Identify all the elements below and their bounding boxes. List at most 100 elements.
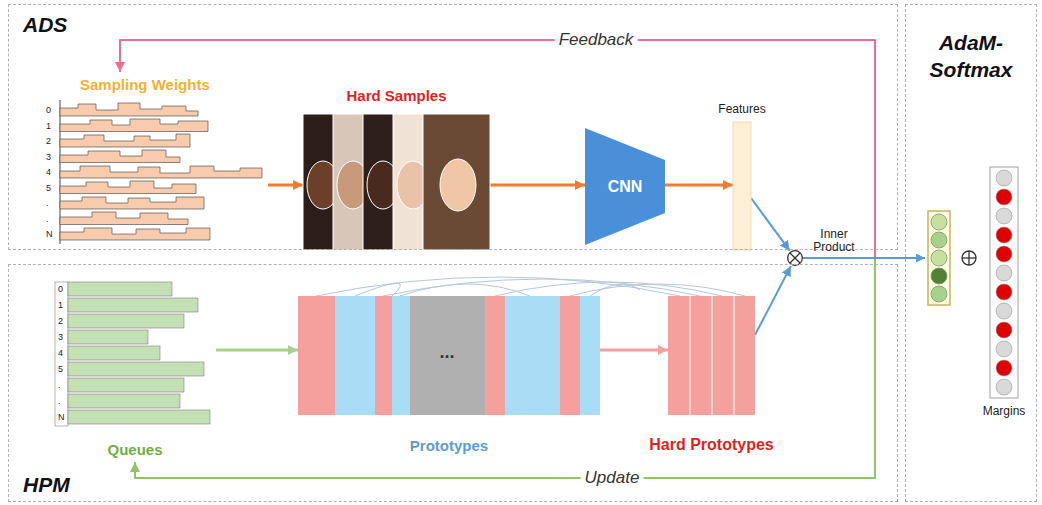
weight-bars (60, 103, 198, 116)
node-label: Hard Samples (346, 87, 446, 104)
queue-index: 2 (58, 315, 63, 327)
node-label: Prototypes (410, 437, 488, 454)
hard-prototype-column (375, 296, 392, 415)
flow-arrow (216, 349, 298, 352)
row-index: 5 (46, 182, 51, 194)
hard-prototype-column (485, 296, 505, 415)
queue-index: 5 (58, 363, 63, 375)
flow-arrow (665, 184, 733, 187)
prototype-link (400, 284, 530, 296)
queue-bar (68, 394, 180, 408)
hard-prototype-column (560, 296, 580, 415)
row-index: 3 (46, 151, 51, 163)
margin (996, 322, 1012, 338)
face (440, 159, 476, 211)
weights-chart: Sampling Weights (42, 72, 268, 246)
weight-bars (60, 134, 190, 147)
edge-label: Feedback (555, 30, 638, 50)
hard-prototype-column (298, 296, 335, 415)
ellipsis: ... (439, 346, 454, 358)
prototype-link (590, 284, 640, 296)
flow-arrow (120, 40, 875, 258)
margin (996, 170, 1012, 186)
queue-bar (68, 314, 184, 328)
weight-bars (60, 119, 208, 132)
prototype-link (316, 277, 680, 296)
weight-bars (60, 228, 210, 240)
column-divider (690, 296, 691, 415)
add-symbol (968, 251, 969, 265)
region-panel: AdaM-SoftmaxMargins (905, 4, 1037, 502)
queue-bar (68, 362, 204, 376)
column-divider (712, 296, 713, 415)
queue-index: . (58, 395, 61, 407)
node-label: CNN (608, 178, 643, 196)
row-index: 2 (46, 135, 51, 147)
flow-arrow (600, 349, 668, 352)
weight-bars (60, 197, 204, 209)
prototype-column (392, 296, 410, 415)
add-symbol (962, 251, 976, 265)
region-title: ADS (23, 13, 67, 37)
row-index: 0 (46, 104, 51, 116)
node-label: Margins (983, 404, 1026, 418)
queue-bar (68, 410, 210, 424)
output-arrow (803, 257, 925, 259)
weight-bars (60, 181, 196, 194)
region-title: AdaM-Softmax (912, 29, 1030, 84)
flow-arrow (268, 184, 303, 187)
row-index: N (46, 228, 53, 240)
queue-index: 0 (58, 283, 63, 295)
hard-prototype-block (668, 296, 755, 415)
node-label: Queues (107, 441, 162, 458)
feature-vector: Features (733, 122, 751, 250)
margin (996, 208, 1012, 224)
flow-arrow (490, 184, 585, 187)
hard-prototype-band: Hard Prototypes (668, 296, 755, 415)
region-panel: HPM Queues Prototypes Hard Prototypes (8, 264, 898, 502)
region-title: HPM (23, 473, 70, 497)
row-index: 4 (46, 166, 51, 178)
queue-bar (68, 282, 172, 296)
margin (996, 360, 1012, 376)
otimes-symbol (790, 253, 800, 263)
margin (996, 341, 1012, 357)
margin (996, 265, 1012, 281)
margin (996, 303, 1012, 319)
margin (996, 189, 1012, 205)
weight-bars (60, 212, 188, 225)
flow-arrow (755, 266, 791, 335)
prototype-column (580, 296, 600, 415)
queue-chart: Queues (54, 280, 216, 462)
queue-index: 3 (58, 331, 63, 343)
margin-vector (990, 167, 1018, 398)
queue-bar (68, 330, 148, 344)
margin (996, 284, 1012, 300)
row-index: . (46, 213, 49, 225)
face-photo (423, 114, 490, 250)
row-index: 1 (46, 120, 51, 132)
logit (931, 232, 947, 248)
cnn-block: CNN (585, 128, 665, 245)
node-label: Hard Prototypes (649, 436, 773, 454)
edge-label: Update (581, 468, 644, 488)
prototype-column (335, 296, 375, 415)
node-label: Inner Product (805, 228, 863, 254)
margin-vector: Margins (990, 167, 1018, 398)
feature-bar (733, 122, 751, 250)
queue-index: 1 (58, 299, 63, 311)
logit (931, 214, 947, 230)
row-index: . (46, 197, 49, 209)
queue-index: . (58, 379, 61, 391)
margin (996, 379, 1012, 395)
queue-index (55, 282, 68, 426)
prototype-column (505, 296, 560, 415)
region-panel: ADS Sampling Weights Hard SamplesCNN Featur… (8, 4, 898, 250)
otimes-symbol (790, 253, 800, 263)
margin (996, 227, 1012, 243)
weight-bars (60, 150, 180, 163)
prototype-column (410, 296, 485, 415)
